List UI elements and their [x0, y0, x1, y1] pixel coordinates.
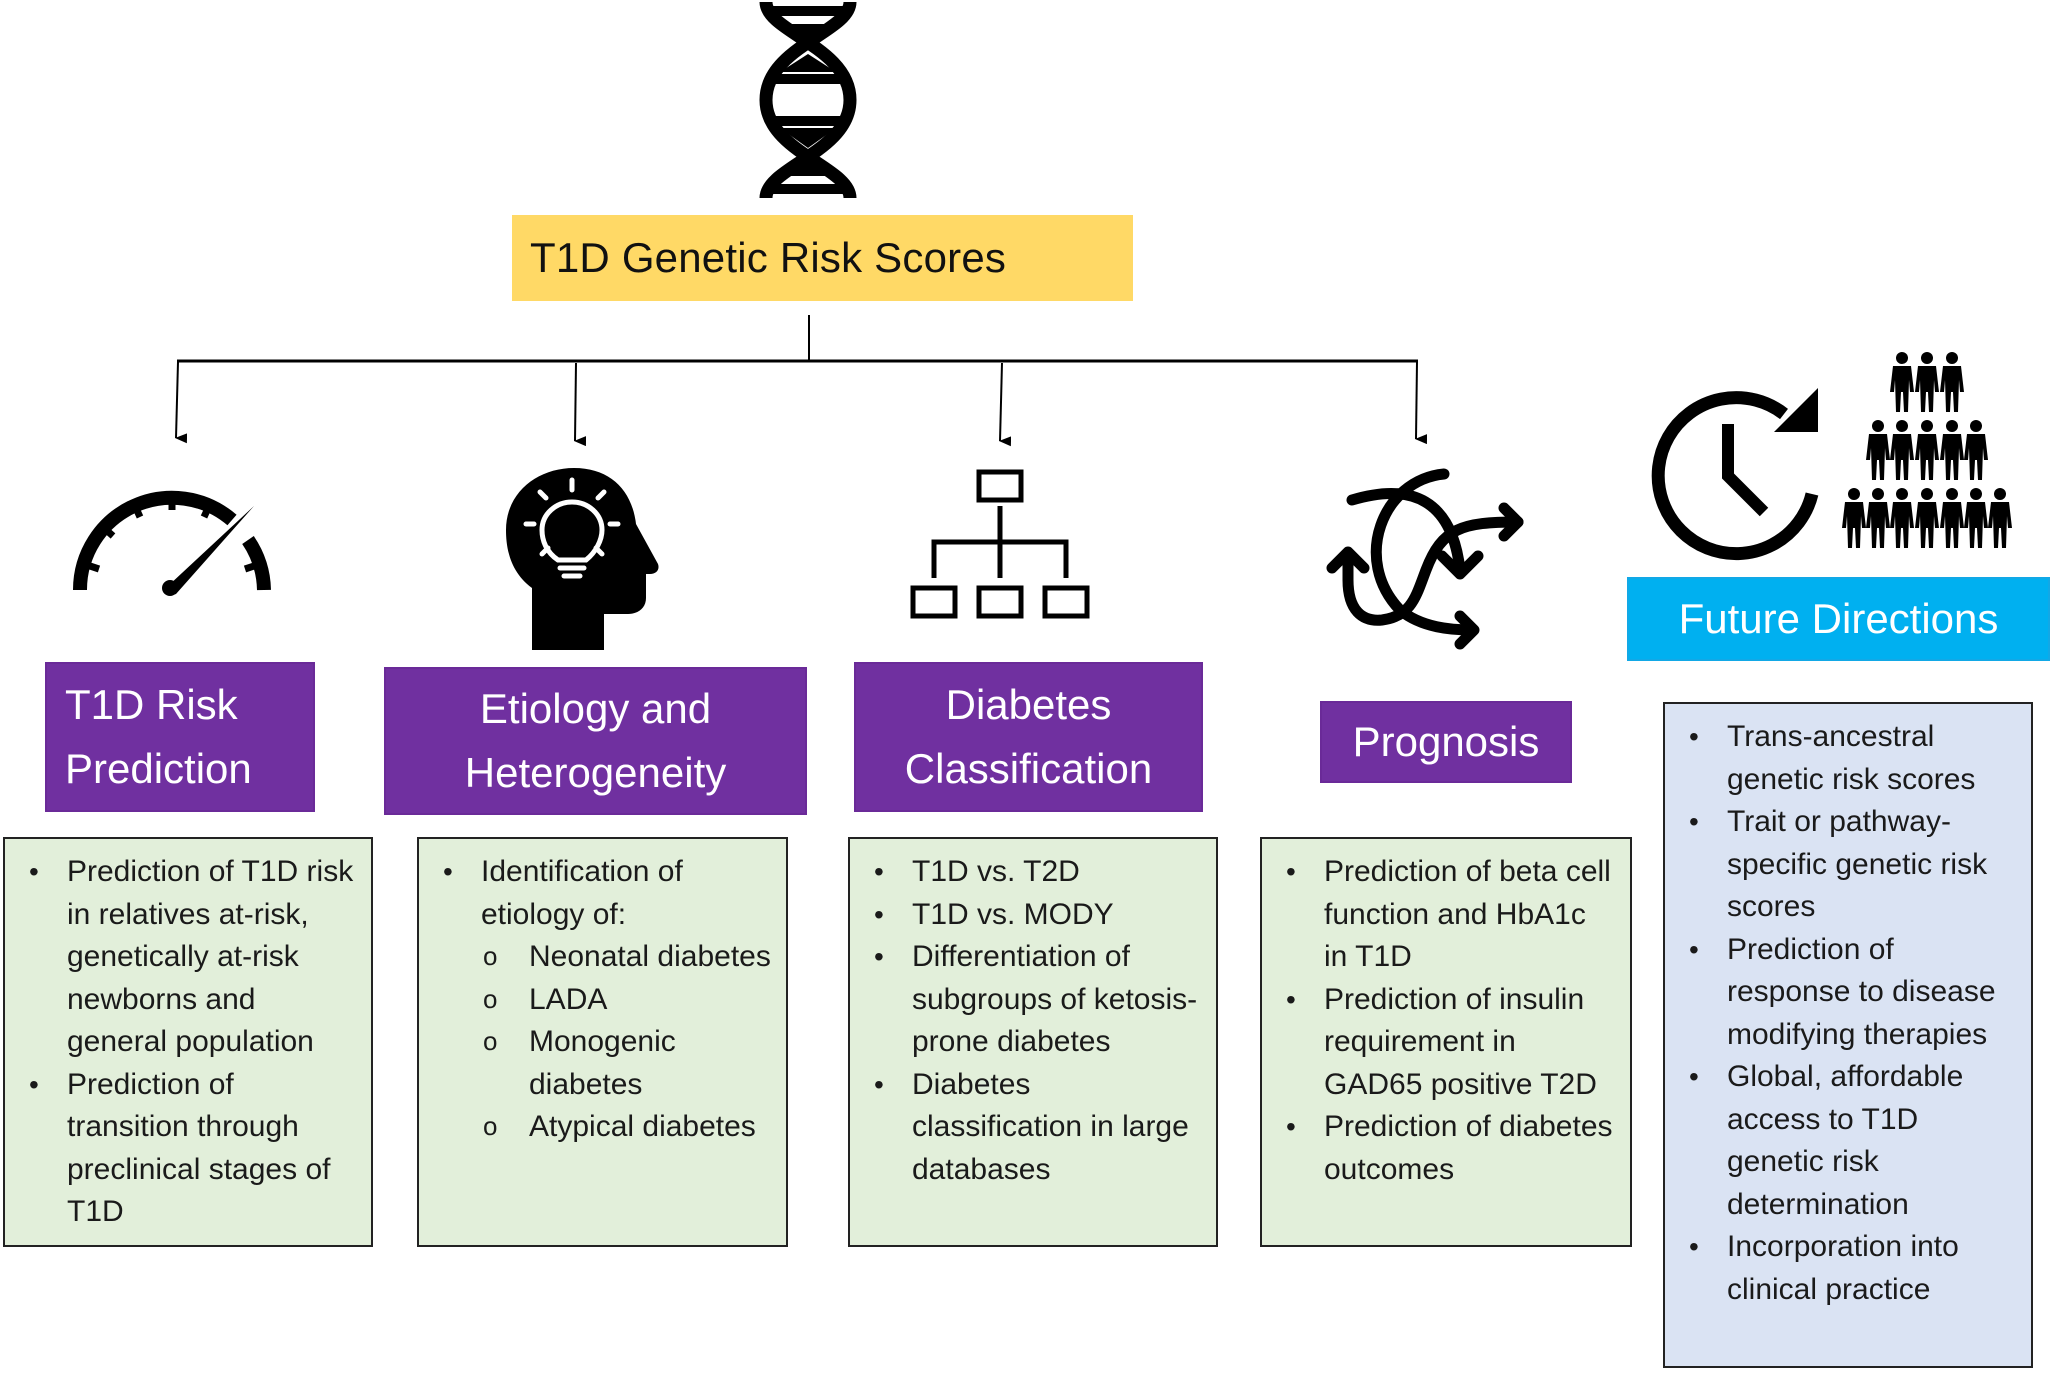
category-risk-prediction: T1D Risk Prediction: [45, 662, 315, 812]
list-item: Global, affordable access to T1D genetic…: [1665, 1056, 2017, 1226]
category-heading-line: Future Directions: [1678, 595, 1999, 642]
content-box-etiology: Identification of etiology of: Neonatal …: [417, 837, 788, 1247]
category-heading-line: Prediction: [65, 745, 252, 792]
category-heading-line: T1D Risk: [65, 681, 238, 728]
category-heading-line: Heterogeneity: [464, 749, 727, 796]
arrow-to-risk-prediction: [175, 361, 188, 444]
list-item: Prediction of insulin requirement in GAD…: [1262, 979, 1616, 1107]
list-item: Differentiation of subgroups of ketosis-…: [850, 936, 1202, 1064]
content-box-risk-prediction: Prediction of T1D risk in relatives at-r…: [3, 837, 373, 1247]
list-item-text: Identification of etiology of:: [481, 855, 683, 931]
category-future-directions: Future Directions: [1627, 577, 2050, 661]
arrow-to-classification: [999, 362, 1012, 447]
list-item: Prediction of T1D risk in relatives at-r…: [5, 851, 357, 1064]
sub-list-item: Atypical diabetes: [481, 1105, 772, 1149]
speedometer-icon: [72, 490, 271, 596]
category-diabetes-classification: Diabetes Classification: [854, 662, 1203, 812]
list-item: T1D vs. MODY: [850, 894, 1202, 937]
crossing-arrows-icon: [1326, 468, 1524, 650]
page-title: T1D Genetic Risk Scores: [530, 234, 1007, 281]
title-box: T1D Genetic Risk Scores: [512, 215, 1133, 301]
population-icon: [1842, 352, 2012, 548]
content-box-classification: T1D vs. T2D T1D vs. MODY Differentiation…: [848, 837, 1218, 1247]
list-item: Prediction of diabetes outcomes: [1262, 1106, 1616, 1191]
dna-icon: [759, 0, 857, 200]
head-lightbulb-icon: [506, 468, 659, 650]
content-box-prognosis: Prediction of beta cell function and HbA…: [1260, 837, 1632, 1247]
category-heading-line: Diabetes: [945, 681, 1112, 728]
list-item: Diabetes classification in large databas…: [850, 1064, 1202, 1192]
category-etiology-heterogeneity: Etiology and Heterogeneity: [384, 667, 807, 815]
list-item: Prediction of response to disease modify…: [1665, 929, 2017, 1057]
list-item: Trans-ancestral genetic risk scores: [1665, 716, 2017, 801]
hierarchy-icon: [910, 469, 1090, 619]
sub-list-item: LADA: [481, 978, 772, 1022]
list-item: Trait or pathway-specific genetic risk s…: [1665, 801, 2017, 929]
list-item: Prediction of beta cell function and HbA…: [1262, 851, 1616, 979]
list-item: Incorporation into clinical practice: [1665, 1226, 2017, 1311]
arrow-to-prognosis: [1415, 361, 1428, 445]
list-item: Identification of etiology of: Neonatal …: [419, 851, 772, 1149]
category-heading-line: Prognosis: [1352, 718, 1540, 765]
list-item: T1D vs. T2D: [850, 851, 1202, 894]
clock-refresh-icon: [1651, 388, 1819, 561]
category-heading-line: Etiology and: [479, 685, 712, 732]
content-box-future-directions: Trans-ancestral genetic risk scores Trai…: [1663, 702, 2033, 1368]
sub-list-item: Monogenic diabetes: [481, 1020, 772, 1106]
category-heading-line: Classification: [904, 745, 1153, 792]
sub-list-item: Neonatal diabetes: [481, 935, 772, 979]
category-prognosis: Prognosis: [1320, 701, 1572, 783]
arrow-to-etiology: [574, 362, 587, 447]
list-item: Prediction of transition through preclin…: [5, 1064, 357, 1234]
